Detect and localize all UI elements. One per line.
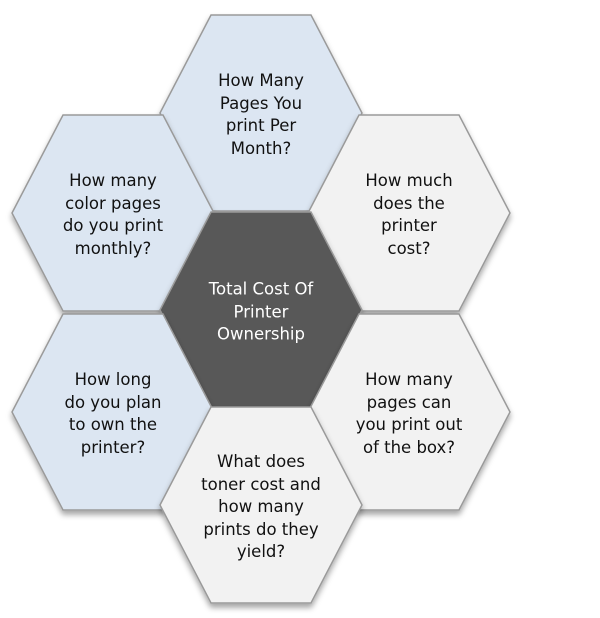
- label-line: cost?: [387, 238, 431, 258]
- hexagon-label-upper-right: How much does the printer cost?: [324, 170, 494, 260]
- label-line: do you plan: [64, 392, 162, 412]
- label-line: Ownership: [217, 324, 305, 344]
- label-line: print Per: [225, 116, 297, 135]
- hexagon-bottom: [159, 406, 363, 604]
- label-line: how many: [218, 496, 304, 516]
- label-line: What does: [217, 451, 305, 471]
- label-line: monthly?: [74, 238, 152, 258]
- label-line: Total Cost Of: [208, 279, 314, 299]
- label-line: How many: [365, 370, 453, 389]
- label-line: do you print: [62, 216, 164, 235]
- label-line: pages can: [366, 392, 452, 412]
- label-line: printer: [381, 216, 437, 235]
- label-line: toner cost and: [201, 474, 321, 494]
- hexagon-label-lower-left: How long do you plan to own the printer?: [28, 369, 198, 459]
- label-line: How Many: [218, 71, 304, 90]
- label-line: color pages: [65, 193, 161, 213]
- label-line: Pages You: [219, 93, 303, 113]
- label-line: How much: [365, 171, 453, 190]
- hexagon-label-lower-right: How many pages can you print out of the box…: [324, 369, 494, 459]
- label-line: Month?: [230, 138, 292, 158]
- label-line: of the box?: [362, 437, 456, 457]
- label-line: How long: [74, 370, 152, 389]
- label-line: yield?: [236, 541, 286, 561]
- label-line: prints do they: [203, 519, 319, 539]
- label-line: to own the: [68, 415, 158, 434]
- hexagon-label-upper-left: How many color pages do you print monthly?: [28, 170, 198, 260]
- label-line: you print out: [355, 415, 463, 434]
- label-line: printer?: [80, 437, 146, 457]
- label-line: Printer: [233, 301, 289, 321]
- label-line: How many: [69, 171, 157, 190]
- label-line: does the: [373, 193, 445, 213]
